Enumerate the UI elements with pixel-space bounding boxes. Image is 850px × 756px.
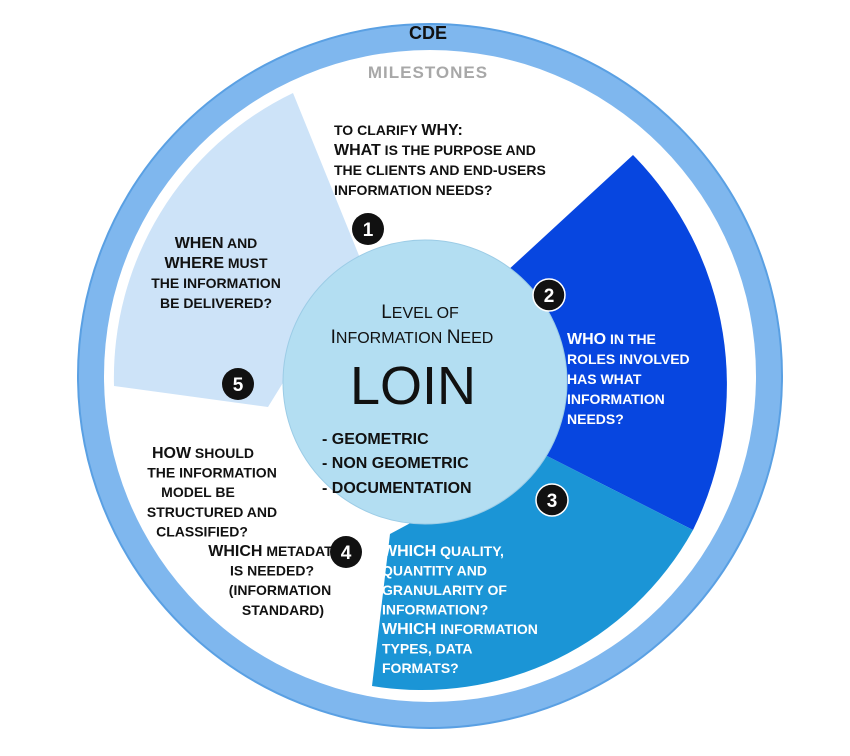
center-items: - GEOMETRIC - NON GEOMETRIC - DOCUMENTATIO…	[322, 431, 472, 497]
segment-3-line: INFORMATION?	[382, 602, 488, 618]
segment-4-line: (INFORMATION	[229, 582, 331, 598]
segment-3-line: WHICH QUALITY,	[382, 543, 504, 560]
segment-number: 5	[233, 375, 244, 396]
segment-2-line: HAS WHAT	[567, 371, 642, 387]
segment-1-line: THE CLIENTS AND END-USERS	[334, 162, 546, 178]
segment-1-line: WHAT IS THE PURPOSE AND	[334, 142, 536, 159]
segment-5-number-badge: 5	[222, 368, 254, 400]
segment-4-line: MODEL BE	[161, 484, 235, 500]
segment-number: 3	[547, 491, 558, 512]
milestones-label: MILESTONES	[368, 63, 488, 82]
segment-3-line: FORMATS?	[382, 660, 459, 676]
segment-3-number-badge: 3	[535, 483, 569, 517]
segment-4-line: STANDARD)	[242, 602, 324, 618]
segment-3-text: WHICH QUALITY, QUANTITY AND GRANULARITY OF…	[382, 543, 538, 676]
segment-4-line: WHICH METADATA	[208, 543, 342, 560]
segment-4-line: THE INFORMATION	[147, 465, 277, 481]
segment-5-line: WHERE MUST	[164, 255, 268, 272]
cde-label: CDE	[409, 23, 447, 43]
center-acronym: LOIN	[350, 356, 476, 416]
segment-5-line: BE DELIVERED?	[160, 295, 272, 311]
segment-1-line: TO CLARIFY WHY:	[334, 122, 463, 139]
segment-3-line: QUANTITY AND	[382, 563, 487, 579]
segment-3-line: GRANULARITY OF	[382, 582, 507, 598]
segment-4-line: HOW SHOULD	[152, 445, 254, 462]
segment-2-line: ROLES INVOLVED	[567, 351, 690, 367]
center-item: - GEOMETRIC	[322, 431, 429, 448]
segment-2-line: NEEDS?	[567, 411, 624, 427]
segment-3-line: WHICH INFORMATION	[382, 621, 538, 638]
segment-2-text: WHO IN THE ROLES INVOLVED HAS WHAT INFORMAT…	[567, 331, 690, 427]
center-circle	[282, 239, 568, 525]
segment-1-line: INFORMATION NEEDS?	[334, 182, 492, 198]
segment-2-line: INFORMATION	[567, 391, 665, 407]
segment-number: 2	[544, 286, 555, 307]
segment-2-number-badge: 2	[532, 278, 566, 312]
segment-4-text: HOW SHOULD THE INFORMATION MODEL BE STRUCTU…	[147, 445, 342, 618]
center-title-line1: LEVEL OF	[381, 302, 459, 323]
center-item: - NON GEOMETRIC	[322, 455, 469, 472]
segment-number: 1	[363, 220, 374, 241]
segment-2-line: WHO IN THE	[567, 331, 656, 348]
center-item: - DOCUMENTATION	[322, 480, 472, 497]
segment-4-line: IS NEEDED?	[230, 563, 314, 579]
segment-5-text: WHEN AND WHERE MUST THE INFORMATION BE DELI…	[151, 235, 281, 311]
segment-5-line: THE INFORMATION	[151, 275, 281, 291]
segment-1-text: TO CLARIFY WHY: WHAT IS THE PURPOSE AND TH…	[334, 122, 546, 198]
segments: TO CLARIFY WHY: WHAT IS THE PURPOSE AND TH…	[147, 122, 690, 676]
center-title-line2: INFORMATION NEED	[331, 327, 494, 348]
segment-4-number-badge: 4	[330, 536, 362, 568]
segment-number: 4	[341, 543, 352, 564]
segment-3-line: TYPES, DATA	[382, 641, 473, 657]
segment-4-line: STRUCTURED AND	[147, 504, 277, 520]
segment-1-number-badge: 1	[352, 213, 384, 245]
segment-4-line: CLASSIFIED?	[156, 523, 248, 539]
segment-5-line: WHEN AND	[175, 235, 258, 252]
